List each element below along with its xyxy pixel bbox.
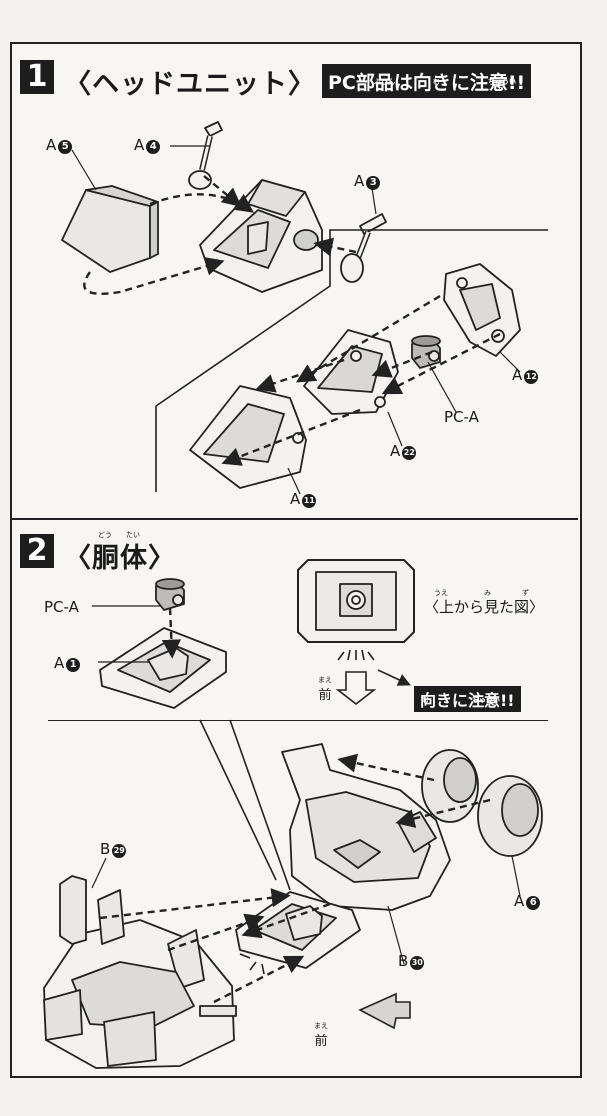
step-2-number: 2 — [20, 534, 54, 568]
part-b29-torso — [43, 875, 237, 1069]
furigana-chuui: ちゅうい — [488, 78, 516, 86]
furigana-tai: たい — [126, 531, 140, 539]
step-2-zoom-divider — [48, 720, 548, 721]
part-a22-inner — [303, 329, 399, 415]
step-2-warning-text: 向きに注意!! — [420, 691, 515, 710]
step-1-number: 1 — [20, 60, 54, 94]
furigana-dou: どう — [98, 531, 112, 539]
top-view-caption: 〈上から見た図〉 — [424, 598, 545, 616]
furigana-buhin: ぶひん — [374, 78, 395, 86]
part-a1-plate — [99, 627, 227, 709]
part-a1-installed — [235, 891, 361, 969]
front-indicator-top: まえ前 — [318, 676, 332, 703]
part-head-main — [199, 179, 323, 293]
part-pc-a-step2 — [155, 578, 185, 611]
furigana-zu: ず — [522, 589, 529, 597]
front-indicator-bottom: まえ前 — [314, 1022, 328, 1049]
part-a6-joints — [421, 749, 543, 857]
furigana-chuui-2: ちゅうい — [472, 696, 500, 704]
furigana-ue: うえ — [434, 589, 448, 597]
step-2-warning: 向きに注意!! む ちゅうい — [414, 686, 521, 712]
part-a4-pin — [188, 121, 223, 190]
furigana-mu: む — [433, 78, 440, 86]
part-a1-top-view — [297, 559, 415, 643]
step-1-warning: PC部品は向きに注意!! ぶひん む ちゅうい — [322, 64, 532, 98]
label-pc-a-step2: PC-A — [44, 598, 79, 616]
furigana-mu-2: む — [422, 696, 429, 704]
part-pc-a-step1 — [411, 335, 441, 369]
step-1-title: 〈ヘッドユニット〉 — [64, 69, 316, 100]
section-divider — [12, 518, 578, 520]
step-2-title: 〈胴体〉 — [64, 543, 176, 574]
part-a12-shell — [443, 263, 521, 357]
label-pc-a-step1: PC-A — [444, 408, 479, 426]
furigana-mi: み — [484, 589, 491, 597]
part-a5-visor — [61, 185, 159, 273]
step-1-warning-text: PC部品は向きに注意!! — [328, 72, 526, 94]
part-a11-front — [189, 385, 307, 489]
part-a3-pin — [340, 213, 387, 283]
